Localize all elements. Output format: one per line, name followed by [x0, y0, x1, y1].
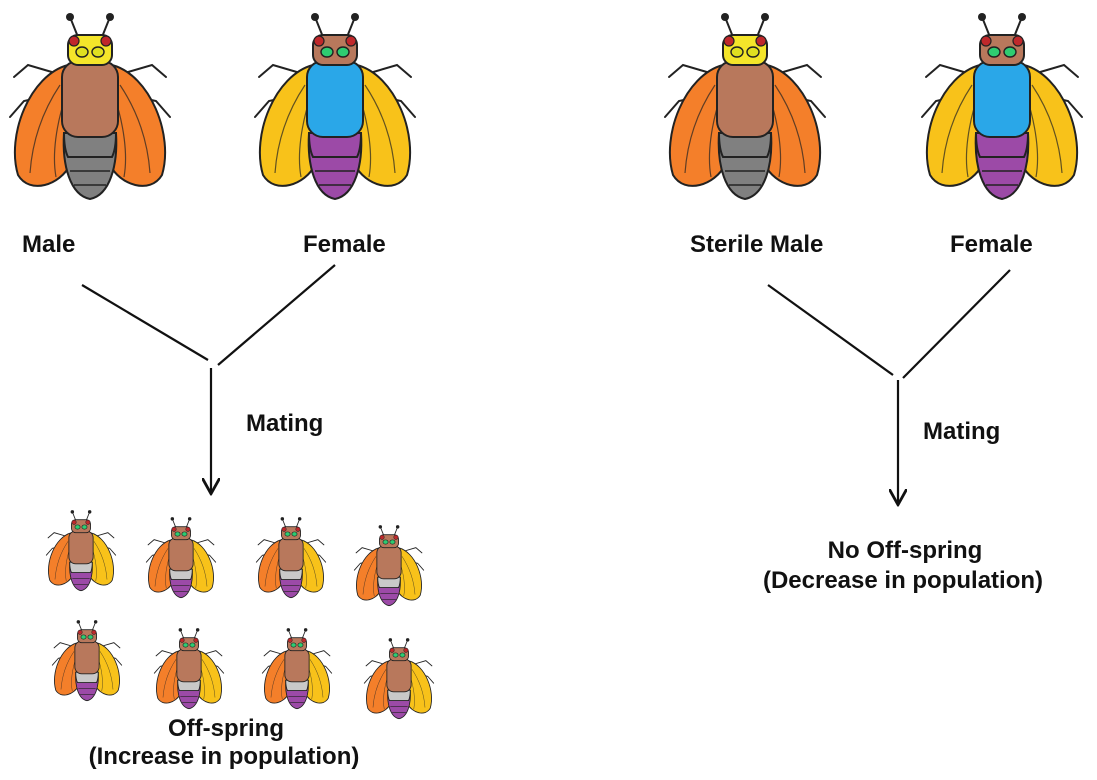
offspring-fruit-fly-icon: [252, 512, 330, 602]
female-fruit-fly-icon: [245, 5, 425, 205]
offspring-result-title: Off-spring: [168, 715, 284, 743]
male-label: Male: [22, 231, 75, 259]
sterile-male-fruit-fly-icon: [655, 5, 835, 205]
offspring-result-subtitle: (Increase in population): [89, 743, 360, 771]
left-male-connector: [82, 285, 208, 360]
right-male-connector: [768, 285, 893, 375]
sterile-male-label: Sterile Male: [690, 231, 823, 259]
no-offspring-result-title: No Off-spring: [828, 537, 983, 565]
offspring-fruit-fly-icon: [350, 520, 428, 610]
male-fruit-fly-icon: [0, 5, 180, 205]
female-label: Female: [950, 231, 1033, 259]
left-female-connector: [218, 265, 335, 365]
right-female-connector: [903, 270, 1010, 378]
offspring-fruit-fly-icon: [360, 633, 438, 723]
offspring-fruit-fly-icon: [42, 505, 120, 595]
female-fruit-fly-icon: [912, 5, 1092, 205]
mating-label: Mating: [923, 418, 1000, 446]
offspring-fruit-fly-icon: [48, 615, 126, 705]
offspring-fruit-fly-icon: [258, 623, 336, 713]
offspring-fruit-fly-icon: [150, 623, 228, 713]
female-label: Female: [303, 231, 386, 259]
mating-label: Mating: [246, 410, 323, 438]
no-offspring-result-subtitle: (Decrease in population): [763, 567, 1043, 595]
offspring-fruit-fly-icon: [142, 512, 220, 602]
